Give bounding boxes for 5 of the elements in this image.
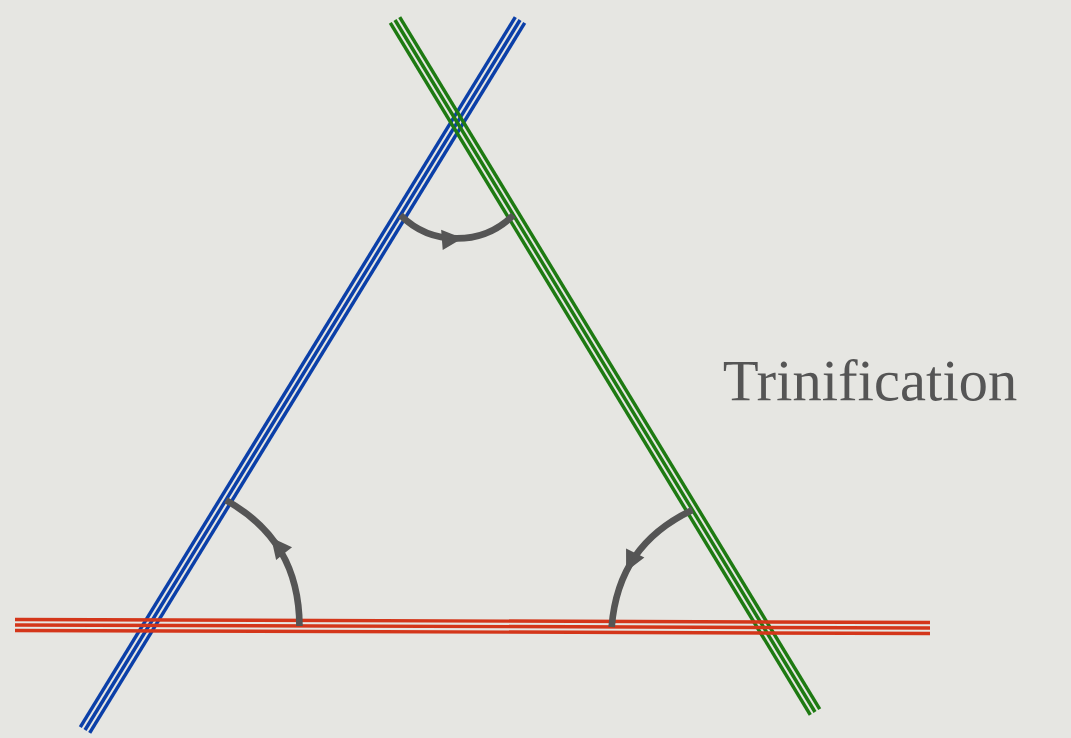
curved-arrow	[224, 497, 303, 627]
curved-arrow	[608, 507, 694, 628]
triple-line	[15, 617, 931, 636]
diagram-label: Trinification	[723, 359, 1017, 401]
triple-line	[78, 16, 527, 734]
